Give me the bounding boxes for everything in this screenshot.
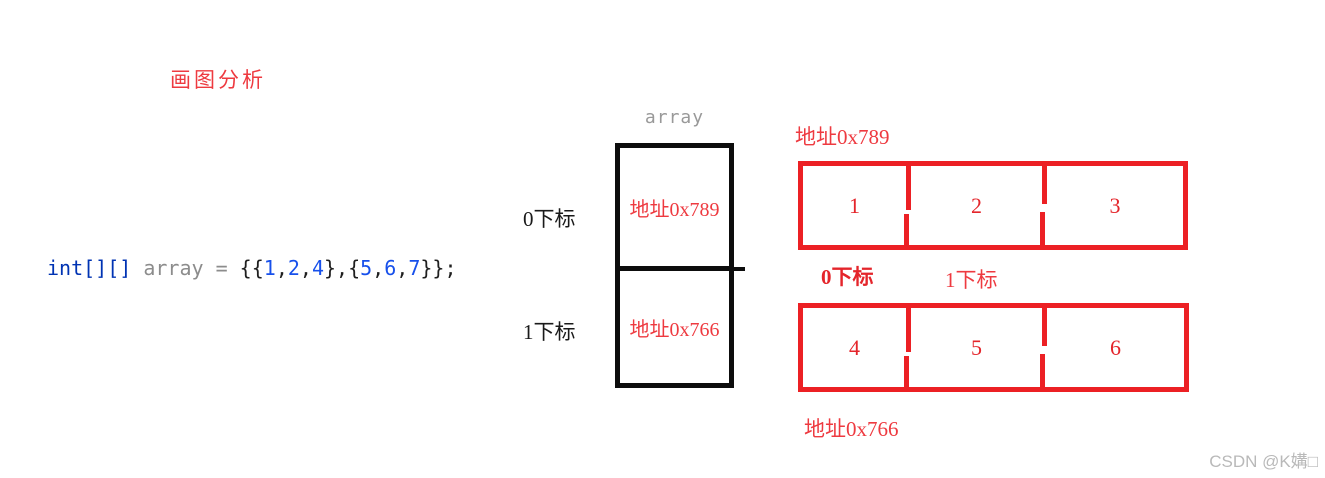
csdn-watermark: CSDN @K媾□ [1209, 452, 1318, 471]
cell-divider [906, 166, 911, 210]
row-array-1-cell-2: 6 [1110, 334, 1121, 360]
cell-divider [1042, 308, 1047, 346]
pointer-array-box: 地址0x789 地址0x766 [615, 143, 734, 388]
row-array-0-box: 1 2 3 [798, 161, 1188, 250]
row-array-0-cell-1: 2 [971, 192, 982, 218]
row-array-1-address-label: 地址0x766 [804, 417, 899, 441]
cell-divider [1042, 166, 1047, 204]
pointer-array-name-label: array [644, 107, 705, 128]
row-array-1-cell-0: 4 [849, 334, 860, 360]
cell-divider [904, 214, 909, 249]
row-array-1-cell-1: 5 [971, 334, 982, 360]
cell-divider [1040, 212, 1045, 245]
pointer-array-index0-label: 0下标 [523, 207, 576, 231]
pointer-array-cell-0: 地址0x789 [629, 198, 720, 221]
code-snippet: int[][] array = {{1,2,4},{5,6,7}}; [47, 256, 457, 280]
row-array-0-index0-label: 0下标 [821, 265, 874, 289]
row-array-0-cell-0: 1 [849, 192, 860, 218]
divider-stub-mark [731, 267, 745, 271]
pointer-array-cell-1: 地址0x766 [620, 266, 729, 383]
page-title: 画图分析 [170, 68, 266, 92]
row-array-0-cell-2: 3 [1109, 192, 1121, 218]
row-array-0-index1-label: 1下标 [945, 268, 998, 292]
row-array-0-address-label: 地址0x789 [795, 125, 890, 149]
cell-divider [906, 308, 911, 352]
cell-divider [904, 356, 909, 391]
row-array-1-box: 4 5 6 [798, 303, 1189, 392]
cell-divider [1040, 354, 1045, 387]
pointer-array-index1-label: 1下标 [523, 320, 576, 344]
